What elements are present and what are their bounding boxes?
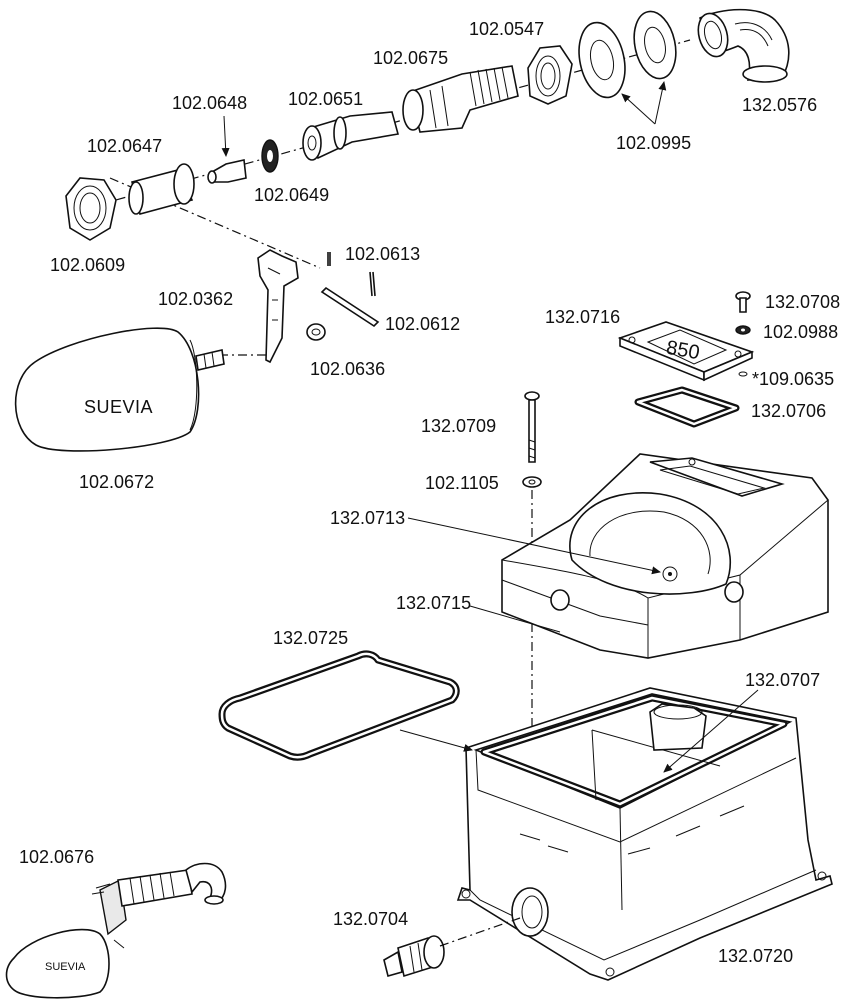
lever-102-0362: [257, 249, 299, 364]
piston-102-0651: [302, 111, 400, 161]
part-labels: 102.0547 102.0675 132.0576 102.0648 102.…: [19, 19, 840, 966]
label-132-0725: 132.0725: [273, 628, 348, 648]
nut-102-0609: [65, 177, 117, 241]
label-102-0612: 102.0612: [385, 314, 460, 334]
assembly-102-0676: SUEVIA: [5, 862, 227, 999]
label-132-0720: 132.0720: [718, 946, 793, 966]
trough-132-0720: [456, 687, 833, 981]
label-132-0713: 132.0713: [330, 508, 405, 528]
label-102-0613: 102.0613: [345, 244, 420, 264]
label-102-1105: 102.1105: [425, 473, 499, 493]
float-brand-text: SUEVIA: [84, 397, 153, 417]
label-102-0651: 102.0651: [288, 89, 363, 109]
nut-102-0547: [527, 45, 573, 105]
label-132-0704: 132.0704: [333, 909, 408, 929]
label-102-0675: 102.0675: [373, 48, 448, 68]
label-132-0576: 132.0576: [742, 95, 817, 115]
label-132-0706: 132.0706: [751, 401, 826, 421]
label-102-0649: 102.0649: [254, 185, 329, 205]
seal-102-0649: [261, 139, 279, 173]
float-102-0672: SUEVIA: [14, 327, 225, 452]
threaded-body-102-0675: [402, 65, 519, 133]
plug-132-0704: [383, 935, 445, 978]
small-float-brand-text: SUEVIA: [45, 961, 86, 973]
nut-102-0636: [306, 323, 326, 341]
label-102-0547: 102.0547: [469, 19, 544, 39]
nozzle-102-0648: [207, 159, 247, 184]
label-102-0609: 102.0609: [50, 255, 125, 275]
label-132-0707: 132.0707: [745, 670, 820, 690]
split-pins-102-0613: [327, 252, 376, 297]
label-102-0648: 102.0648: [172, 93, 247, 113]
valve-body-102-0647: [128, 163, 195, 215]
gasket-132-0725: [218, 650, 460, 761]
label-102-0988: 102.0988: [763, 322, 838, 342]
plug-centerline: [439, 917, 521, 947]
label-102-0995: 102.0995: [616, 133, 691, 153]
label-132-0708: 132.0708: [765, 292, 840, 312]
label-102-0672: 102.0672: [79, 472, 154, 492]
lid-132-0715: [501, 453, 829, 659]
pin-102-0612: [320, 286, 380, 328]
bolt-132-0709: [524, 391, 540, 463]
gasket-132-0706: [634, 386, 740, 428]
label-102-0362: 102.0362: [158, 289, 233, 309]
leader-lines: [221, 81, 759, 773]
label-102-0676: 102.0676: [19, 847, 94, 867]
screw-132-0708: [735, 291, 751, 377]
label-109-0635: *109.0635: [752, 369, 834, 389]
washers-102-0995: [578, 10, 677, 99]
label-102-0647: 102.0647: [87, 136, 162, 156]
plate-132-0716: 850: [617, 321, 755, 382]
washer-102-1105: [522, 476, 542, 488]
label-102-0636: 102.0636: [310, 359, 385, 379]
elbow-132-0576: [697, 8, 790, 83]
label-132-0709: 132.0709: [421, 416, 496, 436]
label-132-0716: 132.0716: [545, 307, 620, 327]
label-132-0715: 132.0715: [396, 593, 471, 613]
